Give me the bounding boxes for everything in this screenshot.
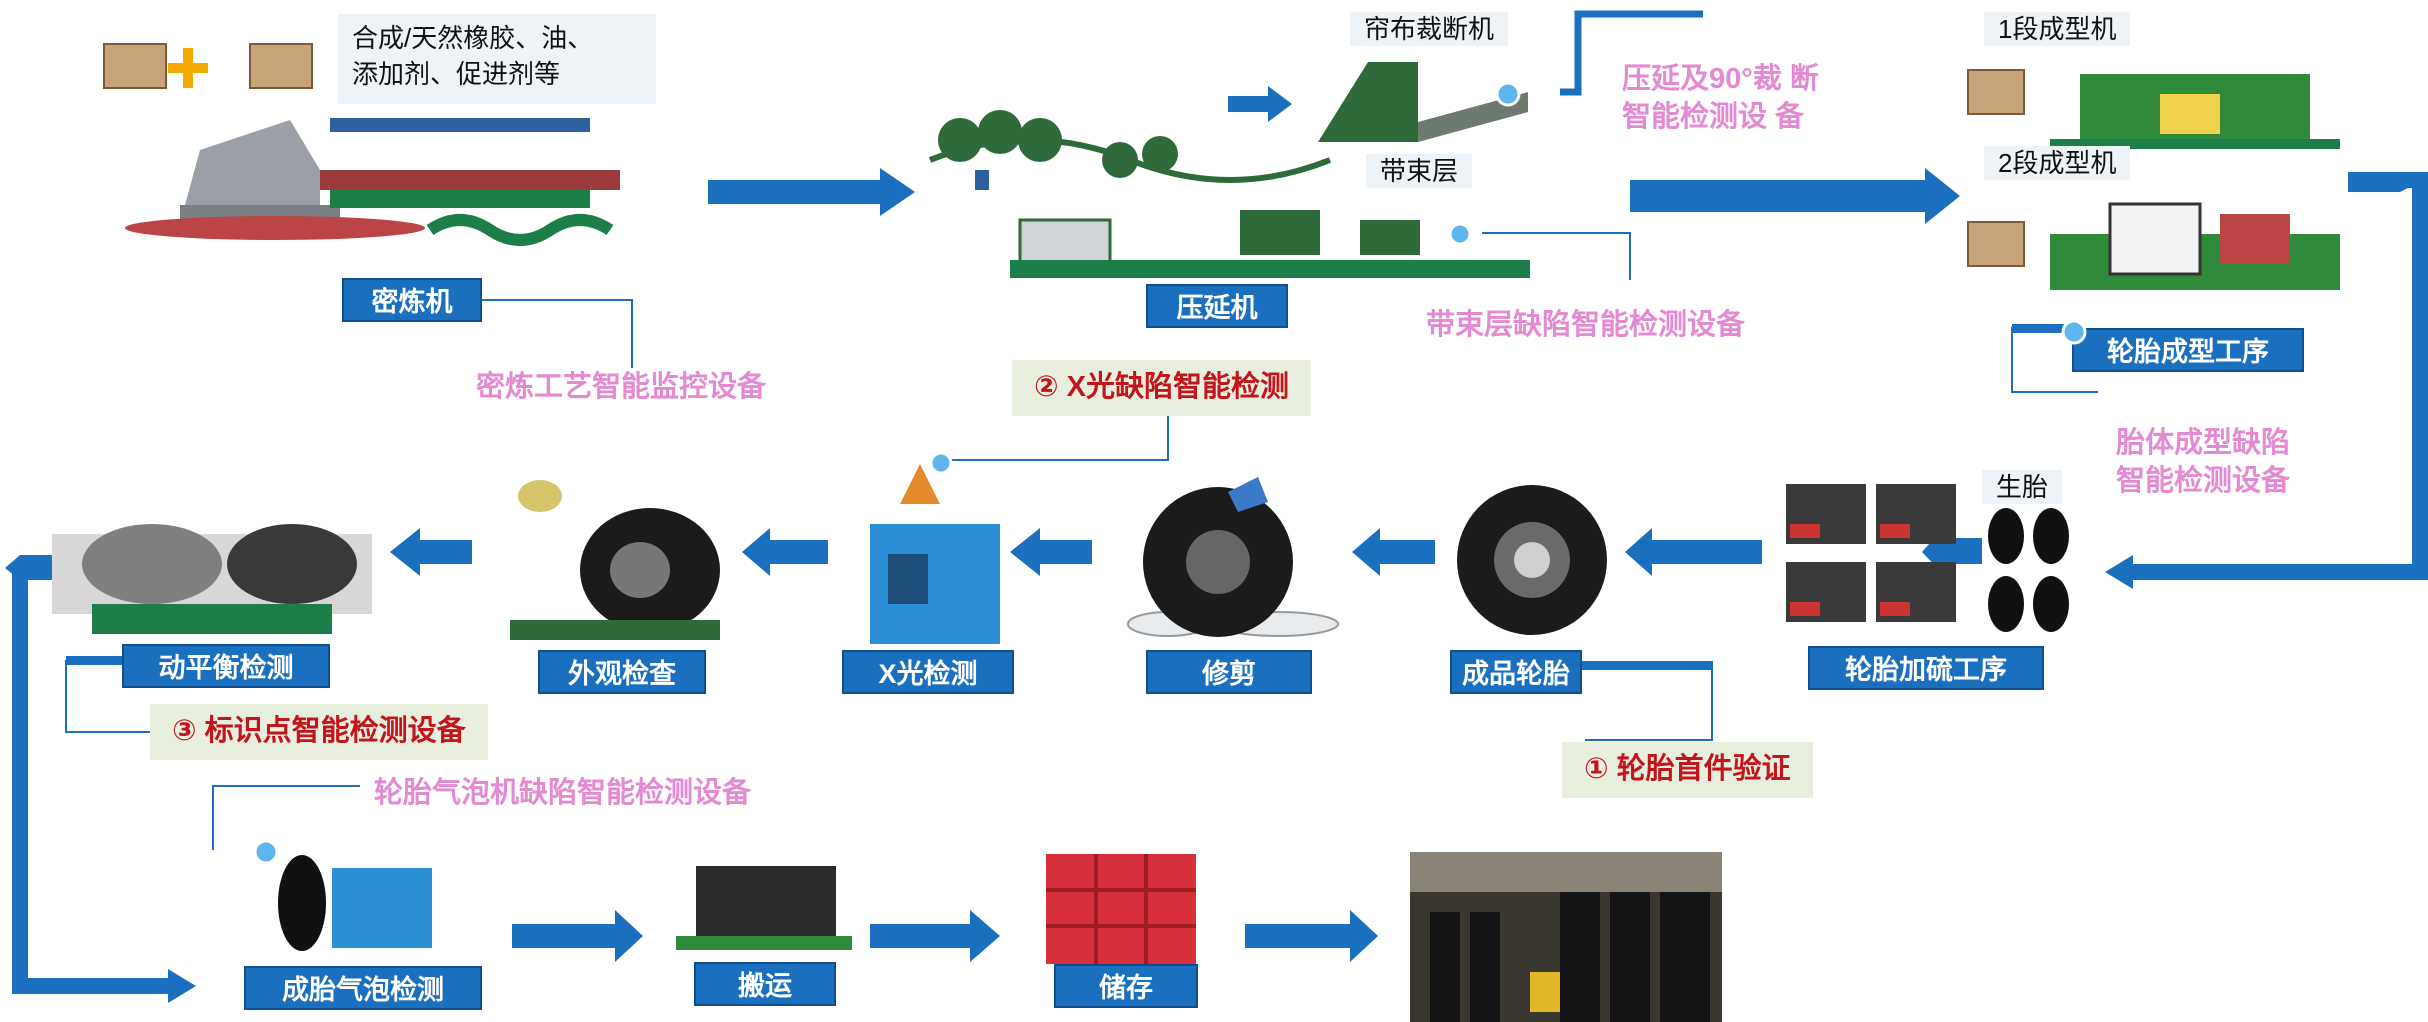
xray-machine-illustration [870,464,1000,644]
visual-inspection-illustration [510,480,720,640]
calender-label: 压延机 [1146,284,1288,328]
mixer-monitor-device: 密炼工艺智能监控设备 [476,371,767,403]
arrow-cure-to-finished [1625,528,1762,576]
tire-building-label: 轮胎成型工序 [2072,328,2304,372]
xray-sensor-dot [929,451,953,475]
mixer-machine-illustration [103,43,620,246]
green-tire-label: 生胎 [1982,470,2063,504]
mixer-label: 密炼机 [342,278,482,322]
carcass-detect-device: 胎体成型缺陷 智能检测设备 [2116,424,2290,500]
belt-sensor-dot [1448,222,1472,246]
finished-tire-icon [1457,485,1607,635]
visual-check-label: 外观检查 [538,650,706,694]
arrow-finished-to-trim [1352,528,1435,576]
xray-defect-callout: ② X光缺陷智能检测 [1012,360,1311,416]
calender-cut-detect-line2: 智能检测设 备 [1622,101,1805,133]
trimming-label: 修剪 [1146,650,1312,694]
first-article-callout: ① 轮胎首件验证 [1562,742,1813,798]
carcass-detect-line2: 智能检测设备 [2116,465,2291,497]
arrow-mixer-to-calender [708,168,915,216]
arrow-to-cutter [1228,86,1292,122]
arrow-bubble-to-transport [512,910,643,962]
dynamic-balance-label: 动平衡检测 [122,644,330,688]
belt-layer-label: 带束层 [1366,154,1473,188]
storage-label: 储存 [1054,964,1198,1008]
calender-machine-illustration [928,110,1530,278]
transport-label: 搬运 [694,962,836,1006]
balance-machine-illustration [52,524,372,634]
stage1-builder-label: 1段成型机 [1984,12,2131,46]
bubble-test-label: 成胎气泡检测 [244,966,482,1010]
mixer-callout-line [482,299,633,368]
curing-label: 轮胎加硫工序 [1808,646,2044,690]
arrow-visual-to-balance [390,528,472,576]
xray-callout-line [940,412,1169,461]
bubble-detect-device: 轮胎气泡机缺陷智能检测设备 [374,777,752,809]
first-article-line [1585,668,1713,741]
calender-cut-detect-device: 压延及90°裁 断 智能检测设 备 [1622,60,1819,136]
bubble-test-machine-illustration [278,855,432,951]
arrow-xray-to-visual [742,528,828,576]
builder-sensor-dot [2061,319,2087,345]
marking-detect-callout: ③ 标识点智能检测设备 [150,704,488,760]
bubble-sensor-dot [253,839,279,865]
trimming-machine-illustration [1127,477,1339,637]
tire-builder-illustration [1967,69,2340,290]
arrow-transport-to-storage [870,910,1000,962]
calender-cut-detect-line1: 压延及90°裁 断 [1622,63,1819,95]
finished-tire-label: 成品轮胎 [1450,650,1582,694]
belt-callout-line [1482,232,1631,280]
arrow-trim-to-xray [1010,528,1092,576]
marking-callout-line [65,660,150,733]
cord-cutter-label: 帘布裁断机 [1350,12,1509,46]
materials-label: 合成/天然橡胶、油、 添加剂、促进剂等 [338,14,656,104]
bubble-callout-line [212,785,360,850]
carcass-detect-line1: 胎体成型缺陷 [2116,427,2291,459]
storage-rack-illustration [1046,854,1196,964]
carcass-callout-line [2011,327,2098,393]
warehouse-photo [1410,852,1722,1022]
curing-press-illustration [1786,484,2069,632]
stage2-builder-label: 2段成型机 [1984,146,2131,180]
transport-illustration [676,866,852,950]
belt-defect-detect-device: 带束层缺陷智能检测设备 [1426,309,1746,341]
arrow-storage-to-warehouse [1245,910,1378,962]
cord-cutter-illustration [1318,62,1528,142]
arrow-calender-to-building [1630,168,1960,224]
xray-label: X光检测 [842,650,1014,694]
